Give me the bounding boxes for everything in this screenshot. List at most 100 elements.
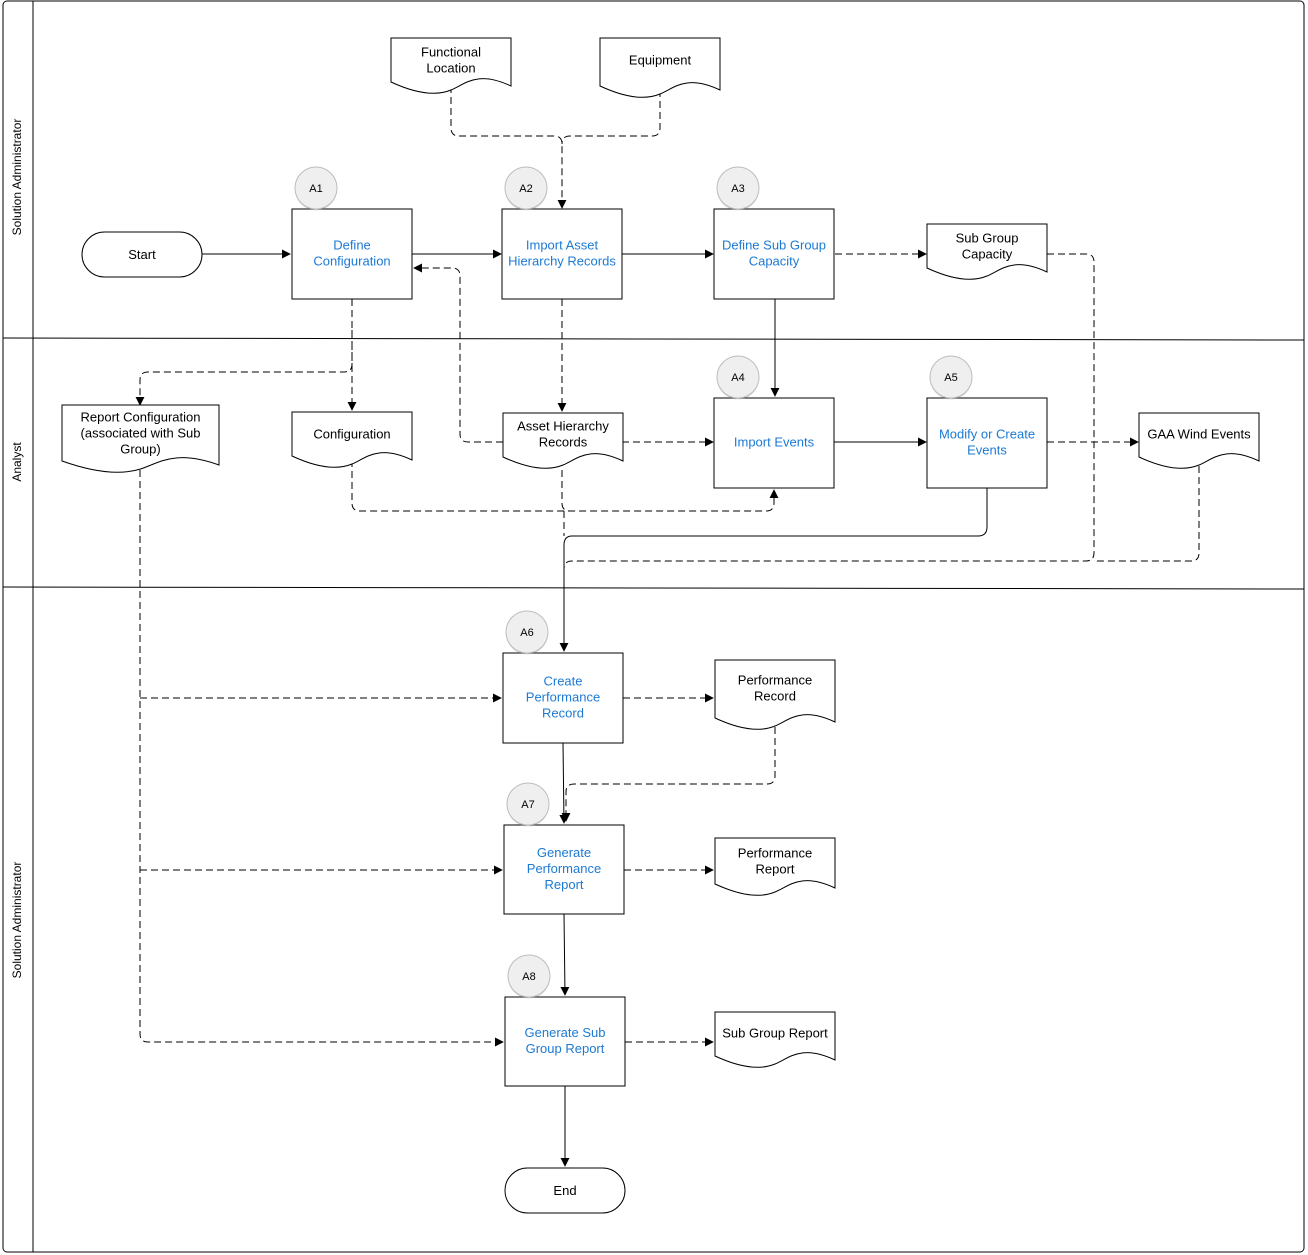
activity-box[interactable] — [501, 208, 623, 300]
document-shape[interactable] — [926, 223, 1048, 280]
activity-box[interactable] — [503, 824, 625, 915]
activity-a7-label-line-1: Generate — [537, 845, 591, 860]
flow-a7-to-a8 — [560, 913, 570, 996]
activity-a4-badge: A4 — [716, 355, 760, 400]
document-performance-record-label-line-2: Record — [754, 689, 796, 704]
activity-a4-label-line-1: Import Events — [734, 435, 815, 450]
activity-a8-badge: A8 — [507, 954, 551, 999]
document-report-configuration-label-line-1: Report Configuration — [81, 410, 201, 425]
document-shape[interactable] — [390, 37, 512, 94]
start-label: Start — [128, 247, 156, 262]
data-gaa-wind-events-to-a6 — [1094, 466, 1200, 562]
data-asset-hierarchy-to-a1 — [413, 263, 503, 443]
document-gaa-wind-events-label-line-1: GAA Wind Events — [1147, 427, 1251, 442]
document-shape[interactable] — [714, 659, 836, 730]
lane-divider-1 — [2, 337, 1305, 341]
data-performance-record-to-a7 — [561, 727, 776, 822]
activity-box[interactable] — [713, 208, 835, 300]
flow-a5-to-a6 — [559, 488, 988, 652]
document-shape[interactable] — [61, 404, 220, 473]
solid-connectors — [202, 249, 988, 1167]
document-shape[interactable] — [1138, 412, 1260, 469]
activity-badge-label: A1 — [309, 183, 322, 195]
activity-a6-label-line-3: Record — [542, 706, 584, 721]
activity-a5-label-line-2: Events — [967, 443, 1007, 458]
lane-label-solution-administrator-bottom: Solution Administrator — [10, 862, 24, 979]
activity-a5-label-line-1: Modify or Create — [939, 427, 1035, 442]
document-equipment[interactable]: Equipment — [599, 37, 721, 98]
activity-badge-label: A3 — [731, 183, 744, 195]
data-configuration-to-a4 — [351, 460, 779, 512]
activity-a1-label-line-2: Configuration — [313, 254, 390, 269]
activity-a8-label-line-2: Group Report — [526, 1041, 605, 1056]
activity-a8-label-line-1: Generate Sub — [525, 1025, 606, 1040]
document-report-configuration-label-line-2: (associated with Sub — [81, 426, 201, 441]
data-report-configuration-to-a8 — [139, 470, 504, 1047]
activity-a3-badge: A3 — [716, 166, 760, 211]
end-label: End — [553, 1183, 576, 1198]
activity-a3-label-line-1: Define Sub Group — [722, 238, 826, 253]
activity-a4[interactable]: Import Events A4 — [713, 355, 835, 489]
document-shape[interactable] — [714, 1011, 836, 1068]
activity-badge-label: A4 — [731, 372, 744, 384]
document-shape[interactable] — [291, 411, 413, 468]
activity-box[interactable] — [713, 397, 835, 489]
document-configuration[interactable]: Configuration — [291, 411, 413, 468]
lane-label-solution-administrator-top: Solution Administrator — [10, 119, 24, 236]
document-asset-hierarchy-records-label-line-1: Asset Hierarchy — [517, 419, 609, 434]
document-performance-record-label-line-1: Performance — [738, 673, 812, 688]
data-functional-location-to-a2 — [450, 86, 567, 209]
start-terminal[interactable]: Start — [81, 231, 203, 278]
data-equipment-to-a2 — [561, 90, 661, 145]
document-equipment-label-line-1: Equipment — [629, 53, 692, 68]
activity-badge-label: A5 — [944, 372, 957, 384]
end-terminal[interactable]: End — [504, 1167, 626, 1214]
document-performance-report-label-line-2: Report — [755, 862, 794, 877]
data-a1-to-report-configuration — [135, 330, 353, 406]
activity-badge-label: A7 — [521, 799, 534, 811]
activity-a2-label-line-1: Import Asset — [526, 238, 599, 253]
activity-a7-badge: A7 — [506, 782, 550, 827]
dashed-connectors — [135, 86, 1200, 1047]
document-sub-group-report[interactable]: Sub Group Report — [714, 1011, 836, 1068]
activity-a7-label-line-3: Report — [544, 877, 583, 892]
activity-box[interactable] — [291, 208, 413, 300]
document-shape[interactable] — [599, 37, 721, 98]
activity-badge-label: A2 — [519, 183, 532, 195]
activity-a6-badge: A6 — [505, 610, 549, 655]
activity-badge-label: A8 — [522, 971, 535, 983]
activity-a3-label-line-2: Capacity — [749, 254, 800, 269]
document-performance-report-label-line-1: Performance — [738, 846, 812, 861]
activity-box[interactable] — [926, 397, 1048, 489]
document-sub-group-capacity-label-line-2: Capacity — [962, 247, 1013, 262]
activity-a7-label-line-2: Performance — [527, 861, 601, 876]
document-report-configuration[interactable]: Report Configuration(associated with Sub… — [61, 404, 220, 473]
document-report-configuration-label-line-3: Group) — [120, 442, 160, 457]
activity-a6-label-line-1: Create — [543, 674, 582, 689]
document-shape[interactable] — [502, 412, 624, 469]
activity-box[interactable] — [502, 652, 624, 744]
document-functional-location-label-line-2: Location — [426, 61, 475, 76]
data-asset-hierarchy-to-a4-lower — [561, 470, 571, 512]
lane-divider-2 — [2, 586, 1305, 590]
document-asset-hierarchy-records-label-line-2: Records — [539, 435, 588, 450]
document-functional-location-label-line-1: Functional — [421, 45, 481, 60]
activity-box[interactable] — [504, 996, 626, 1087]
document-shape[interactable] — [714, 837, 836, 896]
document-gaa-wind-events[interactable]: GAA Wind Events — [1138, 412, 1260, 469]
